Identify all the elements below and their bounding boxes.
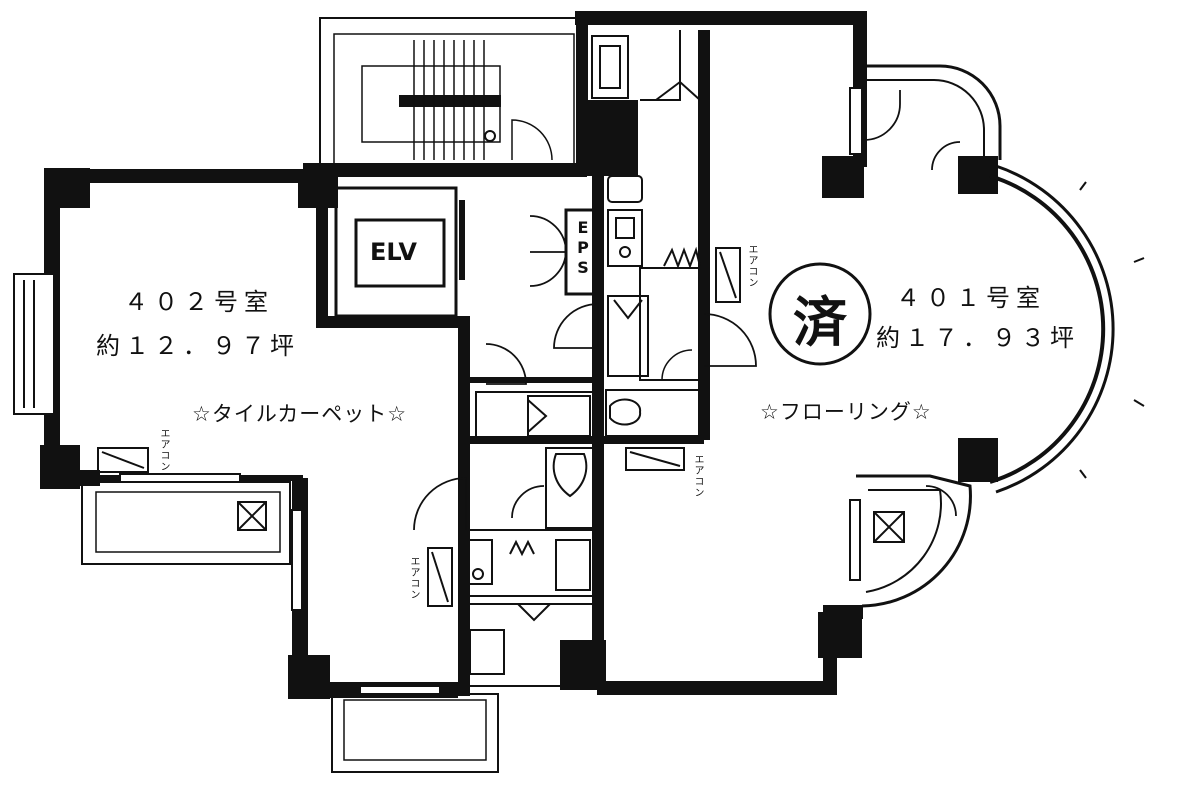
aircon-label-402-right: エアコン: [408, 556, 419, 600]
stair-well: [319, 17, 583, 169]
aircon-units: [97, 247, 741, 607]
elevator-label: ELV: [370, 238, 417, 266]
unit-401-lower-balcony: [853, 474, 972, 608]
stamp-character: 済: [793, 290, 847, 354]
eps-letter-s: S: [577, 258, 589, 277]
unit-402-name: ４０２号室: [124, 288, 274, 316]
wall-openings: [119, 87, 863, 695]
unit-401-area: 約１７．９３坪: [876, 324, 1079, 352]
elevator-shaft: [334, 186, 458, 318]
unit-402-area: 約１２．９７坪: [96, 332, 299, 360]
aircon-label-401-lower: エアコン: [692, 454, 703, 498]
eps-label: E P S: [573, 218, 593, 278]
unit-402-bottom-balcony: [331, 693, 499, 773]
core-doors: [413, 200, 757, 531]
aircon-label-402-left: エアコン: [158, 428, 169, 472]
core-fixtures: [461, 30, 701, 687]
unit-402-walls: [44, 163, 587, 698]
unit-402-finish: ☆タイルカーペット☆: [192, 402, 408, 426]
stamp-seal: [768, 262, 872, 366]
aircon-label-401-upper: エアコン: [746, 244, 757, 288]
eps-letter-e: E: [577, 218, 589, 237]
unit-401-name: ４０１号室: [896, 284, 1046, 312]
unit-402-window: [13, 273, 55, 415]
unit-401-bay-window: [989, 164, 1145, 494]
eps-letter-p: P: [577, 238, 589, 257]
unit-402-balcony: [81, 481, 291, 565]
unit-401-finish: ☆フローリング☆: [760, 400, 932, 424]
unit-401-upper-balcony: [860, 64, 1002, 171]
